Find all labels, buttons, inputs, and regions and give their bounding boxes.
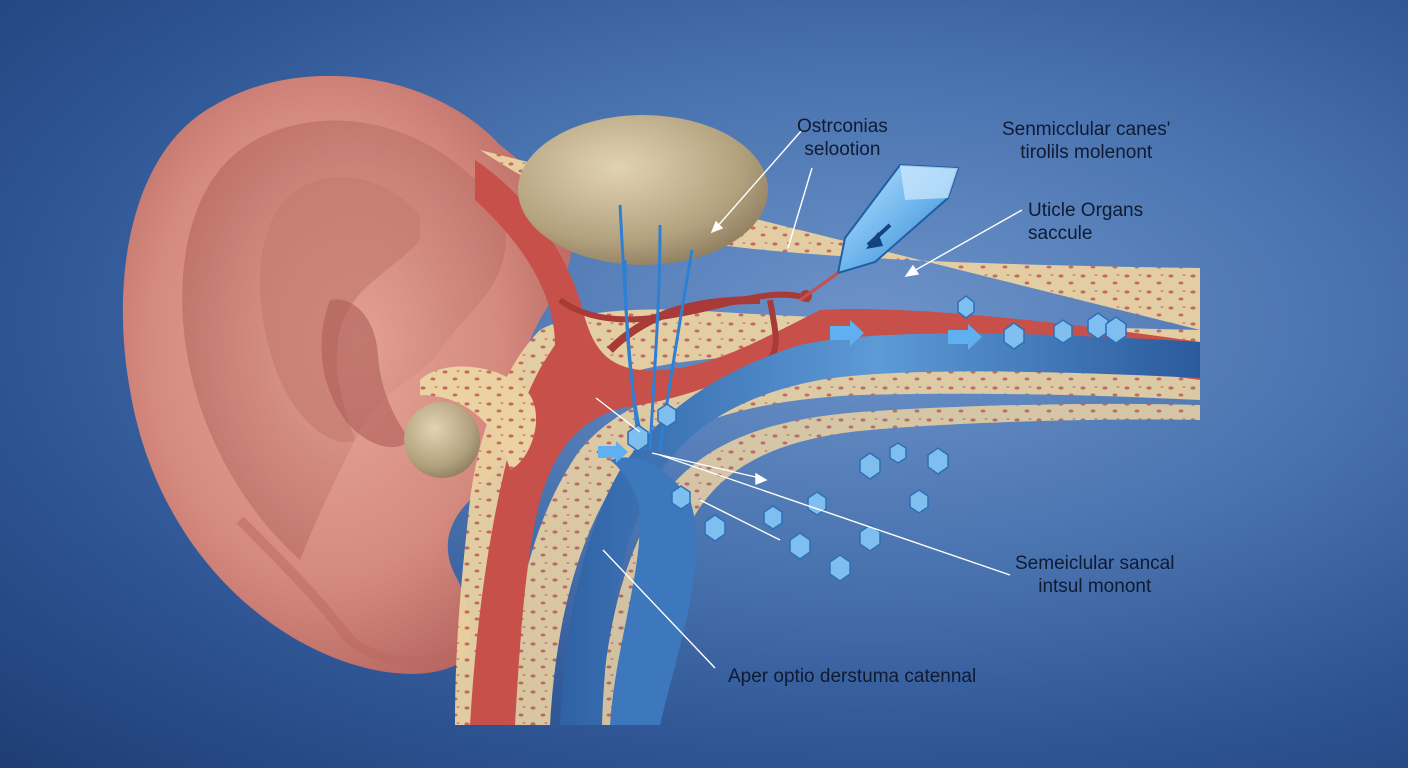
otoconia-crystal (799, 163, 960, 302)
lower-otolith-mass (404, 402, 480, 478)
upper-otolith-mass (518, 115, 768, 265)
label-utricle: Uticle Organs saccule (1028, 199, 1143, 245)
label-bottom-line1: Aper optio derstuma catennal (728, 666, 977, 687)
leader-lines (595, 129, 1023, 669)
label-utricle-line1: Uticle Organs (1028, 200, 1144, 221)
label-semicircular-canals-line2: tirolils molenont (1020, 142, 1153, 163)
label-utricle-line2: saccule (1028, 223, 1093, 244)
label-otoconia-line2: selootion (804, 139, 881, 160)
label-semicircular-canals: Senmicclular canes' tirolils molenont (1002, 118, 1170, 164)
label-otoconia-line1: Ostrconias (797, 116, 888, 137)
label-semicircular-sancal: Semeiclular sancal intsul monont (1015, 552, 1174, 598)
label-semicircular-sancal-line2: intsul monont (1038, 576, 1152, 597)
blue-canal (560, 333, 1200, 725)
outer-ear (122, 75, 572, 674)
label-otoconia: Ostrconias selootion (797, 115, 888, 161)
flow-arrows (598, 320, 982, 463)
label-semicircular-sancal-line1: Semeiclular sancal (1015, 553, 1175, 574)
label-bottom: Aper optio derstuma catennal (728, 665, 976, 688)
small-bone-cap (420, 366, 537, 470)
label-semicircular-canals-line1: Senmicclular canes' (1002, 119, 1171, 140)
scattered-crystals (627, 295, 1127, 582)
